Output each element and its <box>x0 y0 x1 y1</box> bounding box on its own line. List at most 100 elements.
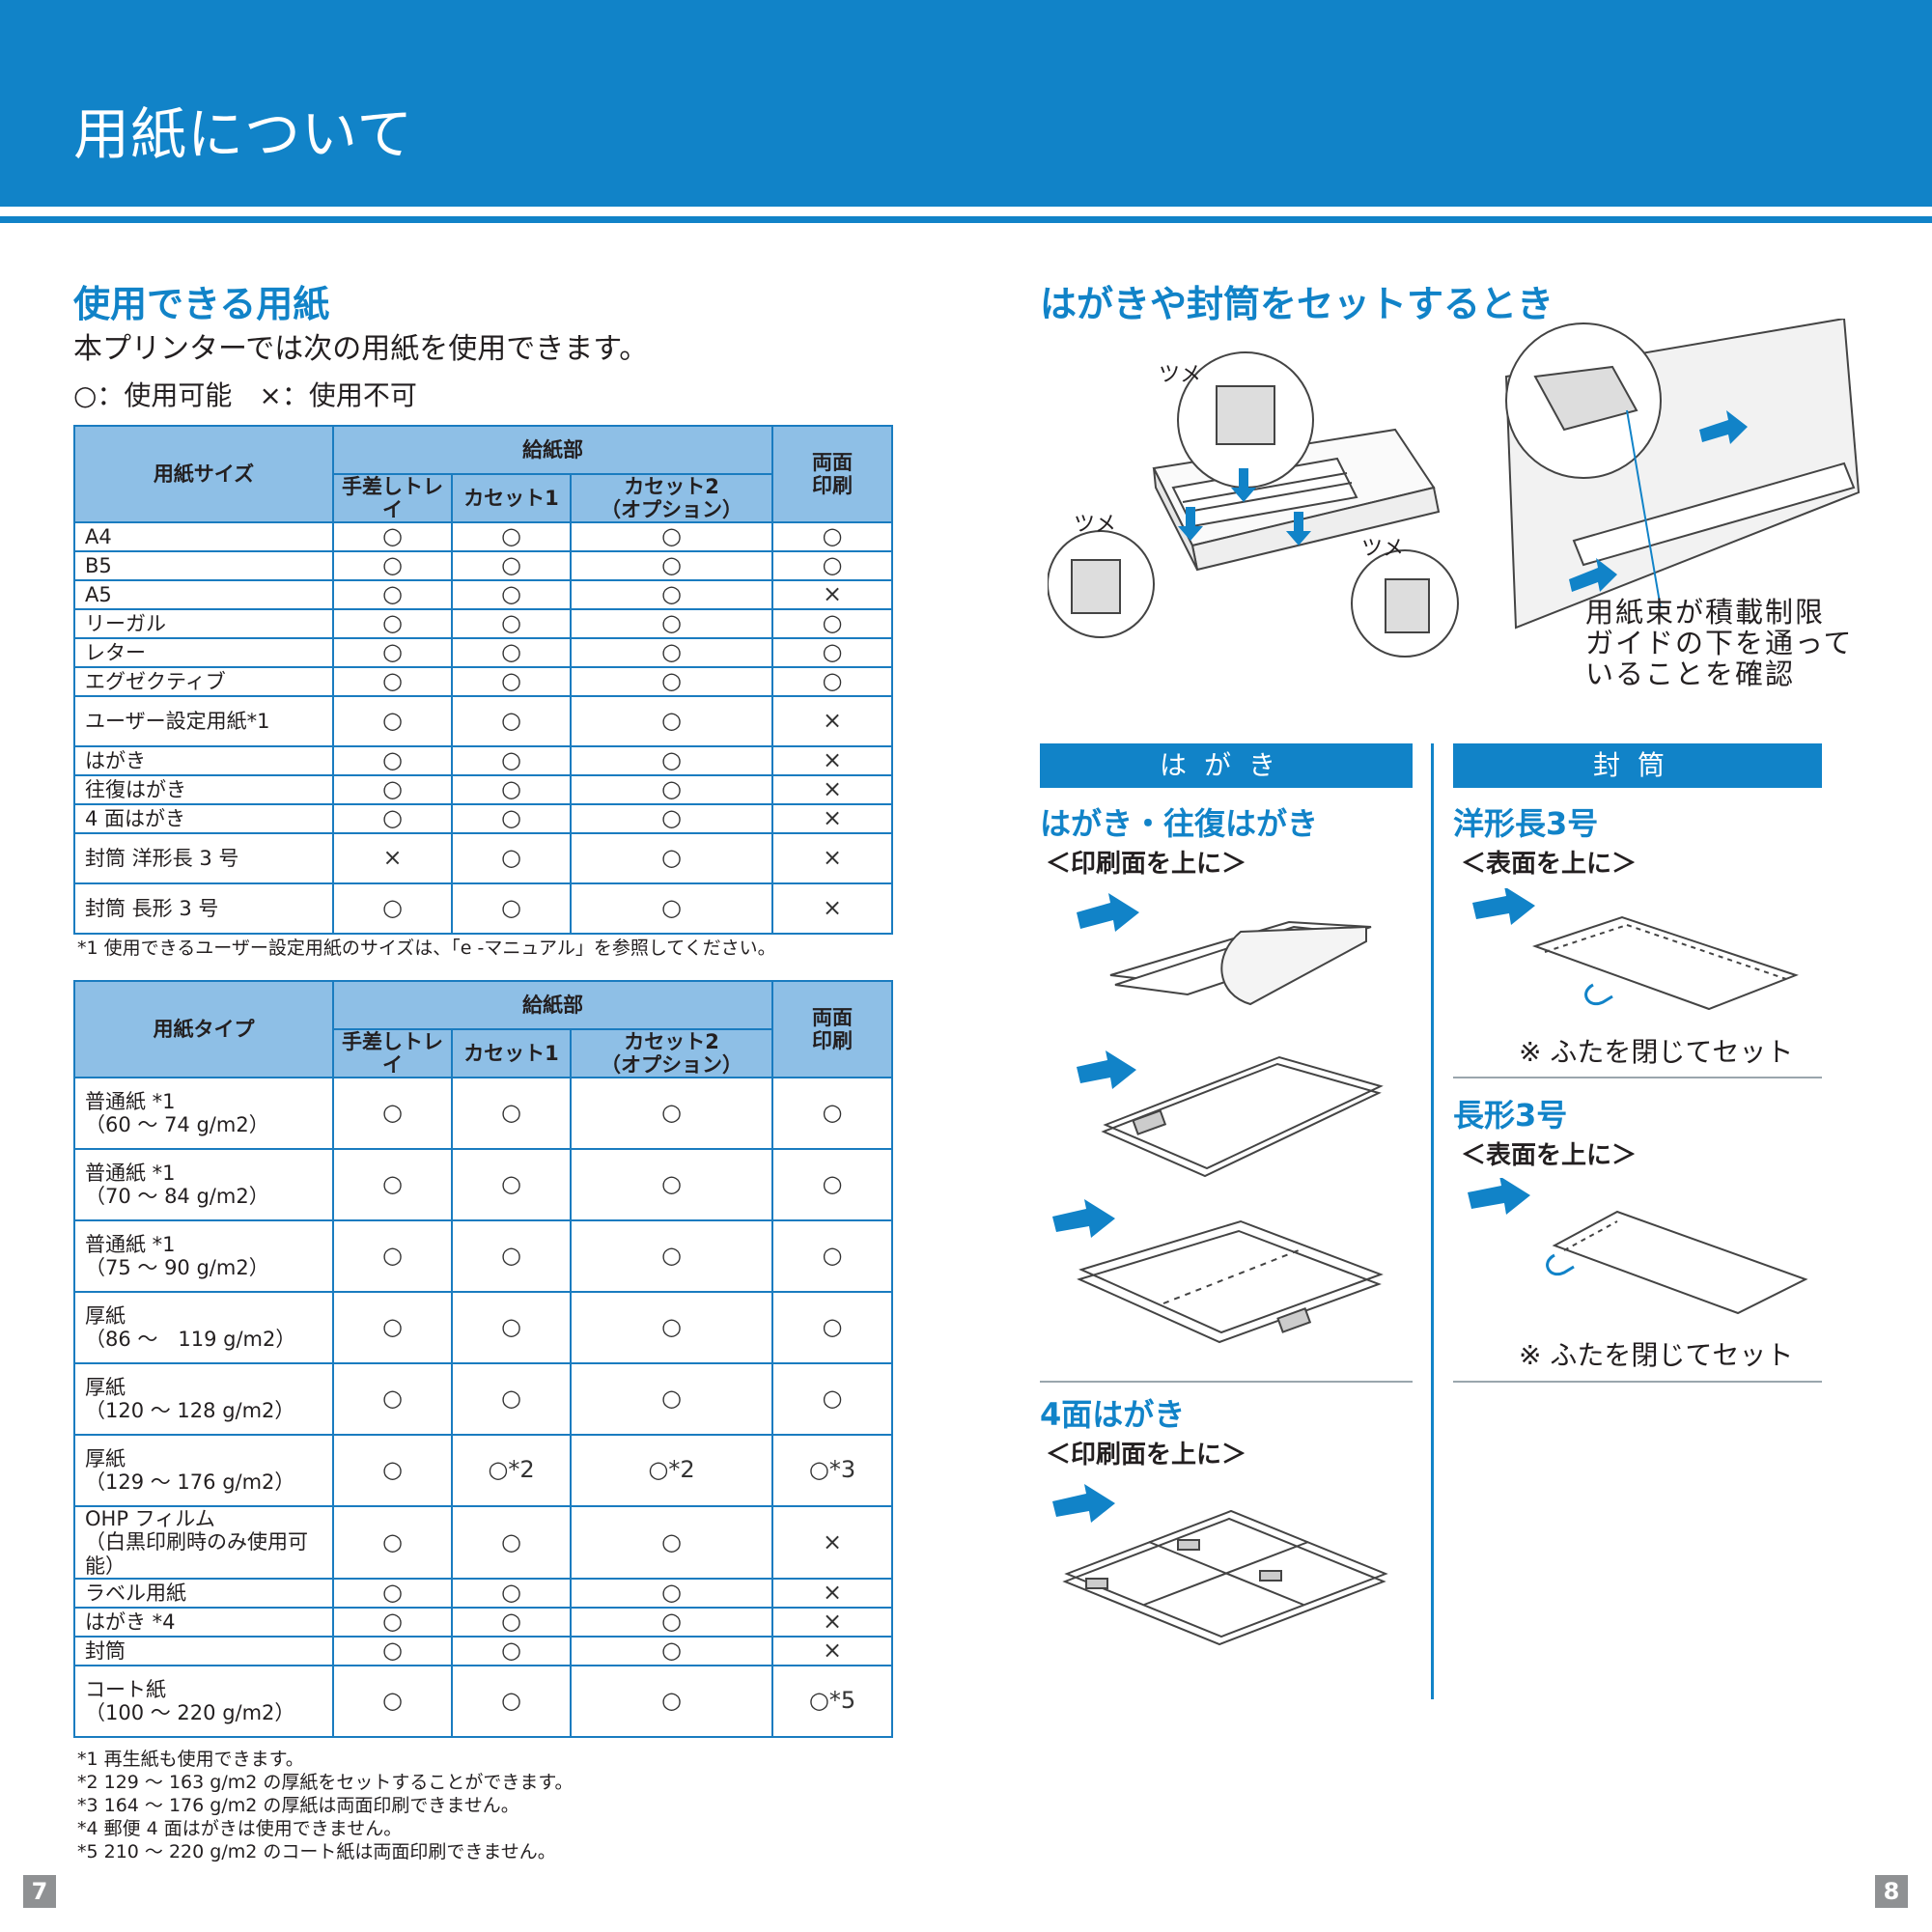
table-row: 4 面はがき○○○× <box>73 803 894 835</box>
duplex-value: × <box>771 1505 894 1580</box>
duplex-value: ○ <box>771 637 894 669</box>
envelope-you-naga3-title: 洋形長3号 <box>1453 805 1599 842</box>
cassette2-value: ○ <box>569 774 774 806</box>
table-row: OHP フィルム（白黒印刷時のみ使用可能）○○○× <box>73 1505 894 1580</box>
cassette1-value: ○ <box>451 1664 572 1738</box>
envelope-you-naga3-orientation: ＜表面を上に＞ <box>1461 850 1638 879</box>
tray-value: ○ <box>332 882 453 936</box>
section-title-postcard-envelope: はがきや封筒をセットするとき <box>1040 283 1554 325</box>
cassette1-value: ○ <box>451 1219 572 1294</box>
cassette2-value: ○ <box>569 1362 774 1437</box>
envelope-naga3-title: 長形3号 <box>1453 1097 1568 1134</box>
tray-value: ○ <box>332 579 453 611</box>
row-label: A5 <box>73 579 334 611</box>
postcard-title: はがき・往復はがき <box>1040 805 1319 842</box>
cassette2-value: ○ <box>569 1148 774 1222</box>
table-row: 封筒○○○× <box>73 1635 894 1666</box>
cassette1-value: ○ <box>451 608 572 640</box>
row-label: 普通紙 *1（60 ～ 74 g/m2） <box>73 1077 334 1151</box>
table1-footnote: *1 使用できるユーザー設定用紙のサイズは、「e -マニュアル」を参照してくださ… <box>77 938 776 959</box>
footnote-4: *4 郵便 4 面はがきは使用できません。 <box>77 1818 403 1839</box>
tray-value: ○ <box>332 1577 453 1609</box>
cassette2-value: ○ <box>569 1505 774 1580</box>
row-label: 封筒 長形 3 号 <box>73 882 334 936</box>
duplex-value: ○*3 <box>771 1434 894 1508</box>
tray-value: ○ <box>332 1362 453 1437</box>
table-row: ラベル用紙○○○× <box>73 1577 894 1609</box>
tray-value: ○ <box>332 774 453 806</box>
page-number-right: 8 <box>1875 1875 1908 1908</box>
tray-value: ○ <box>332 1664 453 1738</box>
header-cassette1-2: カセット1 <box>451 1027 572 1079</box>
table-row: 普通紙 *1（75 ～ 90 g/m2）○○○○ <box>73 1219 894 1294</box>
duplex-value: ○ <box>771 1291 894 1365</box>
table-row: 封筒 洋形長 3 号×○○× <box>73 832 894 885</box>
tray-value: ○ <box>332 1077 453 1151</box>
header-cassette1: カセット1 <box>451 472 572 524</box>
tray-value: ○ <box>332 1148 453 1222</box>
duplex-value: ○ <box>771 1362 894 1437</box>
table-row: 厚紙（86 ～ 119 g/m2）○○○○ <box>73 1291 894 1365</box>
header-paper-type: 用紙タイプ <box>73 979 334 1079</box>
cassette1-value: ○ <box>451 1362 572 1437</box>
row-label: はがき <box>73 745 334 777</box>
table-row: A4○○○○ <box>73 521 894 553</box>
table-row: A5○○○× <box>73 579 894 611</box>
tray-value: ○ <box>332 637 453 669</box>
duplex-value: × <box>771 1577 894 1609</box>
cassette1-value: ○*2 <box>451 1434 572 1508</box>
duplex-value: × <box>771 745 894 777</box>
table-row: はがき *4○○○× <box>73 1606 894 1638</box>
table-row: リーガル○○○○ <box>73 608 894 640</box>
paper-type-rows: 普通紙 *1（60 ～ 74 g/m2）○○○○普通紙 *1（70 ～ 84 g… <box>73 1077 894 1738</box>
cassette1-value: ○ <box>451 1505 572 1580</box>
cassette2-value: ○ <box>569 1219 774 1294</box>
cassette1-value: ○ <box>451 579 572 611</box>
four-panel-postcard-orientation: ＜印刷面を上に＞ <box>1046 1441 1247 1470</box>
paper-size-table: 用紙サイズ 給紙部 両面印刷 手差しトレイ カセット1 カセット2（オプション）… <box>73 424 894 936</box>
header-paper-size: 用紙サイズ <box>73 424 334 524</box>
paper-size-rows: A4○○○○B5○○○○A5○○○×リーガル○○○○レター○○○○エグゼクティブ… <box>73 521 894 936</box>
tray-value: ○ <box>332 550 453 582</box>
row-label: 厚紙（129 ～ 176 g/m2） <box>73 1434 334 1508</box>
row-label: A4 <box>73 521 334 553</box>
tray-value: ○ <box>332 1606 453 1638</box>
footnote-1: *1 再生紙も使用できます。 <box>77 1749 304 1770</box>
row-label: B5 <box>73 550 334 582</box>
cassette2-value: ○ <box>569 832 774 885</box>
duplex-value: × <box>771 695 894 748</box>
duplex-value: ○*5 <box>771 1664 894 1738</box>
tray-value: × <box>332 832 453 885</box>
table-row: 普通紙 *1（70 ～ 84 g/m2）○○○○ <box>73 1148 894 1222</box>
envelope-naga3-orientation: ＜表面を上に＞ <box>1461 1141 1638 1170</box>
row-label: 封筒 <box>73 1635 334 1666</box>
row-label: ユーザー設定用紙*1 <box>73 695 334 748</box>
duplex-value: × <box>771 1606 894 1638</box>
cassette1-value: ○ <box>451 637 572 669</box>
header-feed-source: 給紙部 <box>331 425 774 475</box>
table-row: はがき○○○× <box>73 745 894 777</box>
cassette2-value: ○ <box>569 666 774 698</box>
duplex-value: × <box>771 579 894 611</box>
row-label: 往復はがき <box>73 774 334 806</box>
row-label: 厚紙（120 ～ 128 g/m2） <box>73 1362 334 1437</box>
cassette1-value: ○ <box>451 1148 572 1222</box>
tray-value: ○ <box>332 666 453 698</box>
cassette2-value: ○ <box>569 1606 774 1638</box>
tray-value: ○ <box>332 1434 453 1508</box>
row-label: はがき *4 <box>73 1606 334 1638</box>
postcard-orientation: ＜印刷面を上に＞ <box>1046 850 1247 879</box>
cassette-illustration <box>1048 351 1459 658</box>
duplex-value: ○ <box>771 608 894 640</box>
envelope-divider-2 <box>1453 1381 1822 1383</box>
duplex-value: × <box>771 832 894 885</box>
cassette1-value: ○ <box>451 832 572 885</box>
row-label: ラベル用紙 <box>73 1577 334 1609</box>
envelope-you-naga3-note: ※ ふたを閉じてセット <box>1519 1036 1794 1068</box>
table2-footnotes: *1 再生紙も使用できます。 *2 129 ～ 163 g/m2 の厚紙をセット… <box>77 1748 573 1863</box>
duplex-value: ○ <box>771 550 894 582</box>
row-label: OHP フィルム（白黒印刷時のみ使用可能） <box>73 1505 334 1580</box>
header-duplex-2: 両面印刷 <box>771 979 894 1079</box>
tray-value: ○ <box>332 1635 453 1666</box>
cassette1-value: ○ <box>451 1606 572 1638</box>
